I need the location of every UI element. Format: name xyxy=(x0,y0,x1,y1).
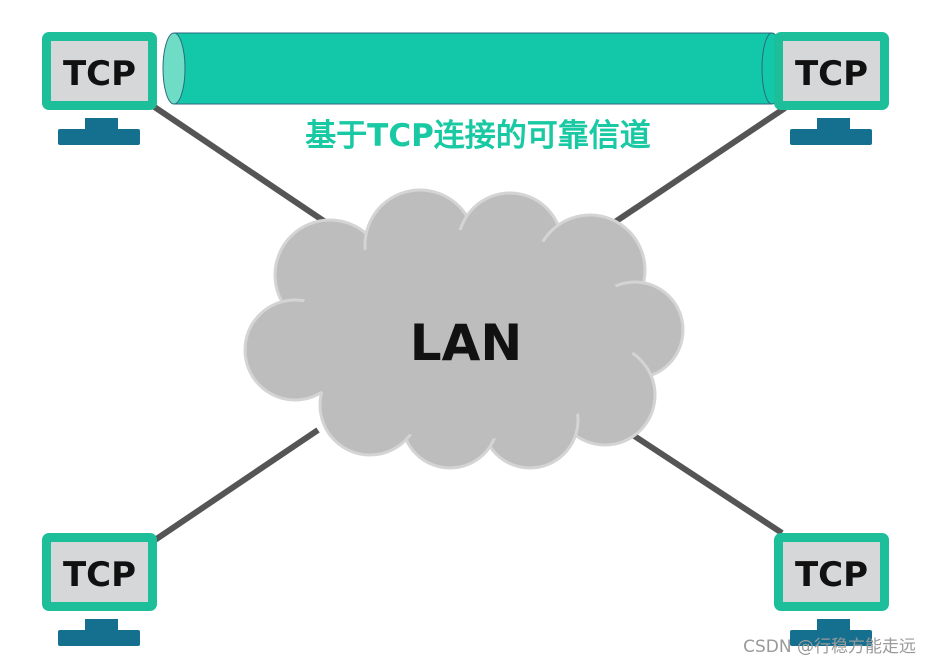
host-bottom-left: TCP xyxy=(42,533,157,646)
link-top-left xyxy=(148,101,357,245)
host-top-left: TCP xyxy=(42,32,157,145)
tcp-channel-tube xyxy=(162,32,783,105)
link-top-right xyxy=(610,105,787,227)
host-top-right: TCP xyxy=(774,32,889,145)
host-label: TCP xyxy=(795,54,868,94)
lan-label: LAN xyxy=(410,314,522,372)
host-bottom-right: TCP xyxy=(774,533,889,646)
lan-cloud xyxy=(243,188,685,470)
link-bottom-left xyxy=(150,427,320,545)
link-bottom-right xyxy=(608,417,784,536)
host-label: TCP xyxy=(795,555,868,595)
channel-label: 基于TCP连接的可靠信道 xyxy=(305,118,651,154)
host-label: TCP xyxy=(63,54,136,94)
watermark: CSDN @行稳方能走远 xyxy=(743,637,916,657)
host-label: TCP xyxy=(63,555,136,595)
